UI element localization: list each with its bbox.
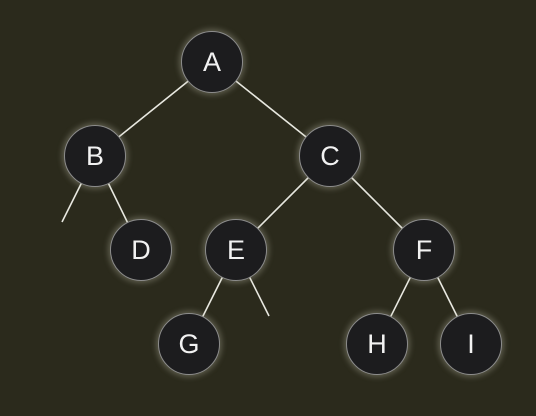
tree-node-f: F <box>393 219 455 281</box>
tree-node-e: E <box>205 219 267 281</box>
node-label: E <box>226 234 245 265</box>
node-label: B <box>85 140 104 171</box>
node-label: F <box>415 234 433 265</box>
node-label: G <box>178 328 200 359</box>
node-label: H <box>367 328 387 359</box>
node-label: A <box>202 46 221 77</box>
tree-node-d: D <box>110 219 172 281</box>
tree-node-h: H <box>346 313 408 375</box>
tree-node-c: C <box>299 125 361 187</box>
node-label: I <box>467 328 475 359</box>
tree-node-b: B <box>64 125 126 187</box>
tree-node-g: G <box>158 313 220 375</box>
node-label: D <box>131 234 151 265</box>
node-label: C <box>320 140 340 171</box>
tree-node-a: A <box>181 31 243 93</box>
tree-node-i: I <box>440 313 502 375</box>
